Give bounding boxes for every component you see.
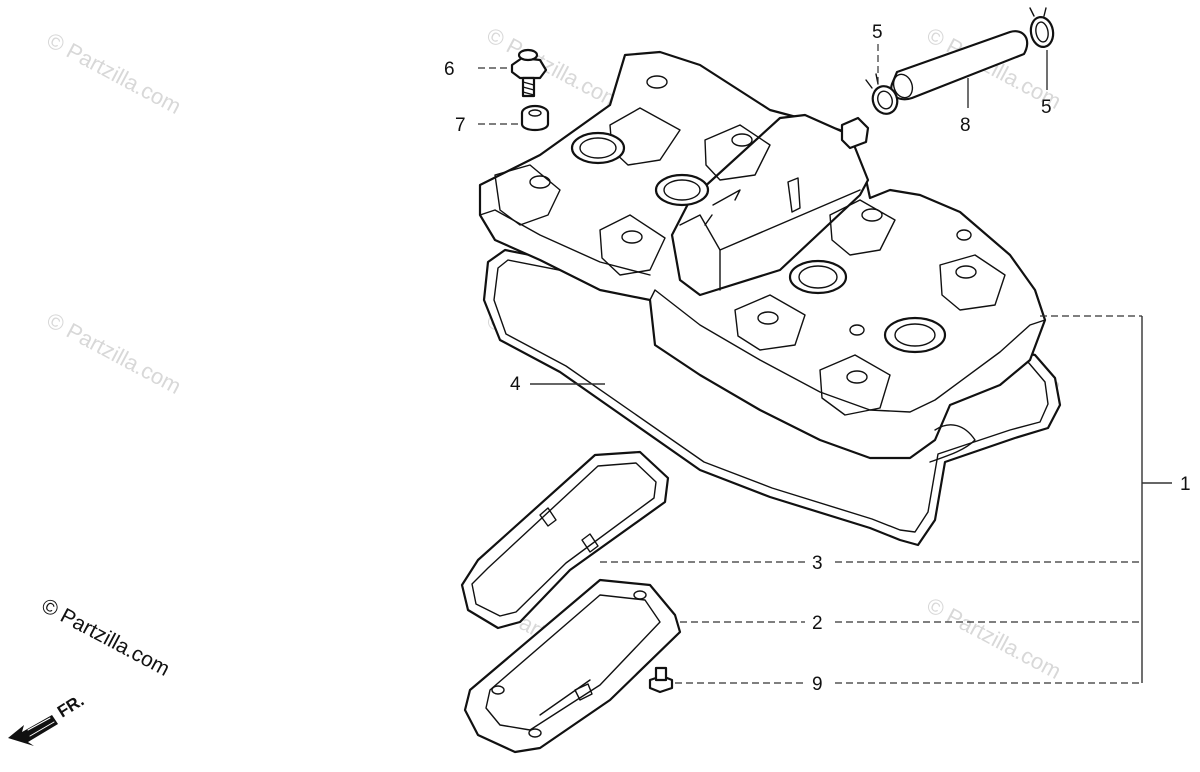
callout-5-right: 5 (1041, 97, 1052, 118)
front-direction-arrow: FR. (8, 691, 87, 746)
callout-2: 2 (812, 613, 823, 634)
plate-bolt (648, 666, 674, 694)
callout-5-left: 5 (872, 22, 883, 43)
hose-clip-upper (1029, 7, 1055, 48)
cover-bolt (510, 48, 548, 98)
watermark: © Partzilla.com (43, 27, 186, 119)
callout-6: 6 (444, 59, 455, 80)
breather-plate (463, 578, 682, 754)
leader-lines (478, 44, 1172, 684)
direction-label: FR. (54, 691, 87, 722)
watermark: © Partzilla.com (923, 592, 1066, 684)
callout-4: 4 (510, 374, 521, 395)
partzilla-credit: © Partzilla.com (38, 594, 174, 681)
hose-clip-lower (865, 73, 899, 115)
callout-labels: 1 2 3 4 5 5 6 7 8 9 (444, 22, 1191, 695)
callout-7: 7 (455, 115, 466, 136)
callout-8: 8 (960, 115, 971, 136)
callout-9: 9 (812, 674, 823, 695)
watermark: © Partzilla.com (43, 307, 186, 399)
breather-plate-gasket (460, 450, 670, 630)
rubber-seal (520, 104, 550, 132)
callout-3: 3 (812, 553, 823, 574)
cylinder-head-cover (478, 50, 1047, 463)
callout-1: 1 (1180, 474, 1191, 495)
